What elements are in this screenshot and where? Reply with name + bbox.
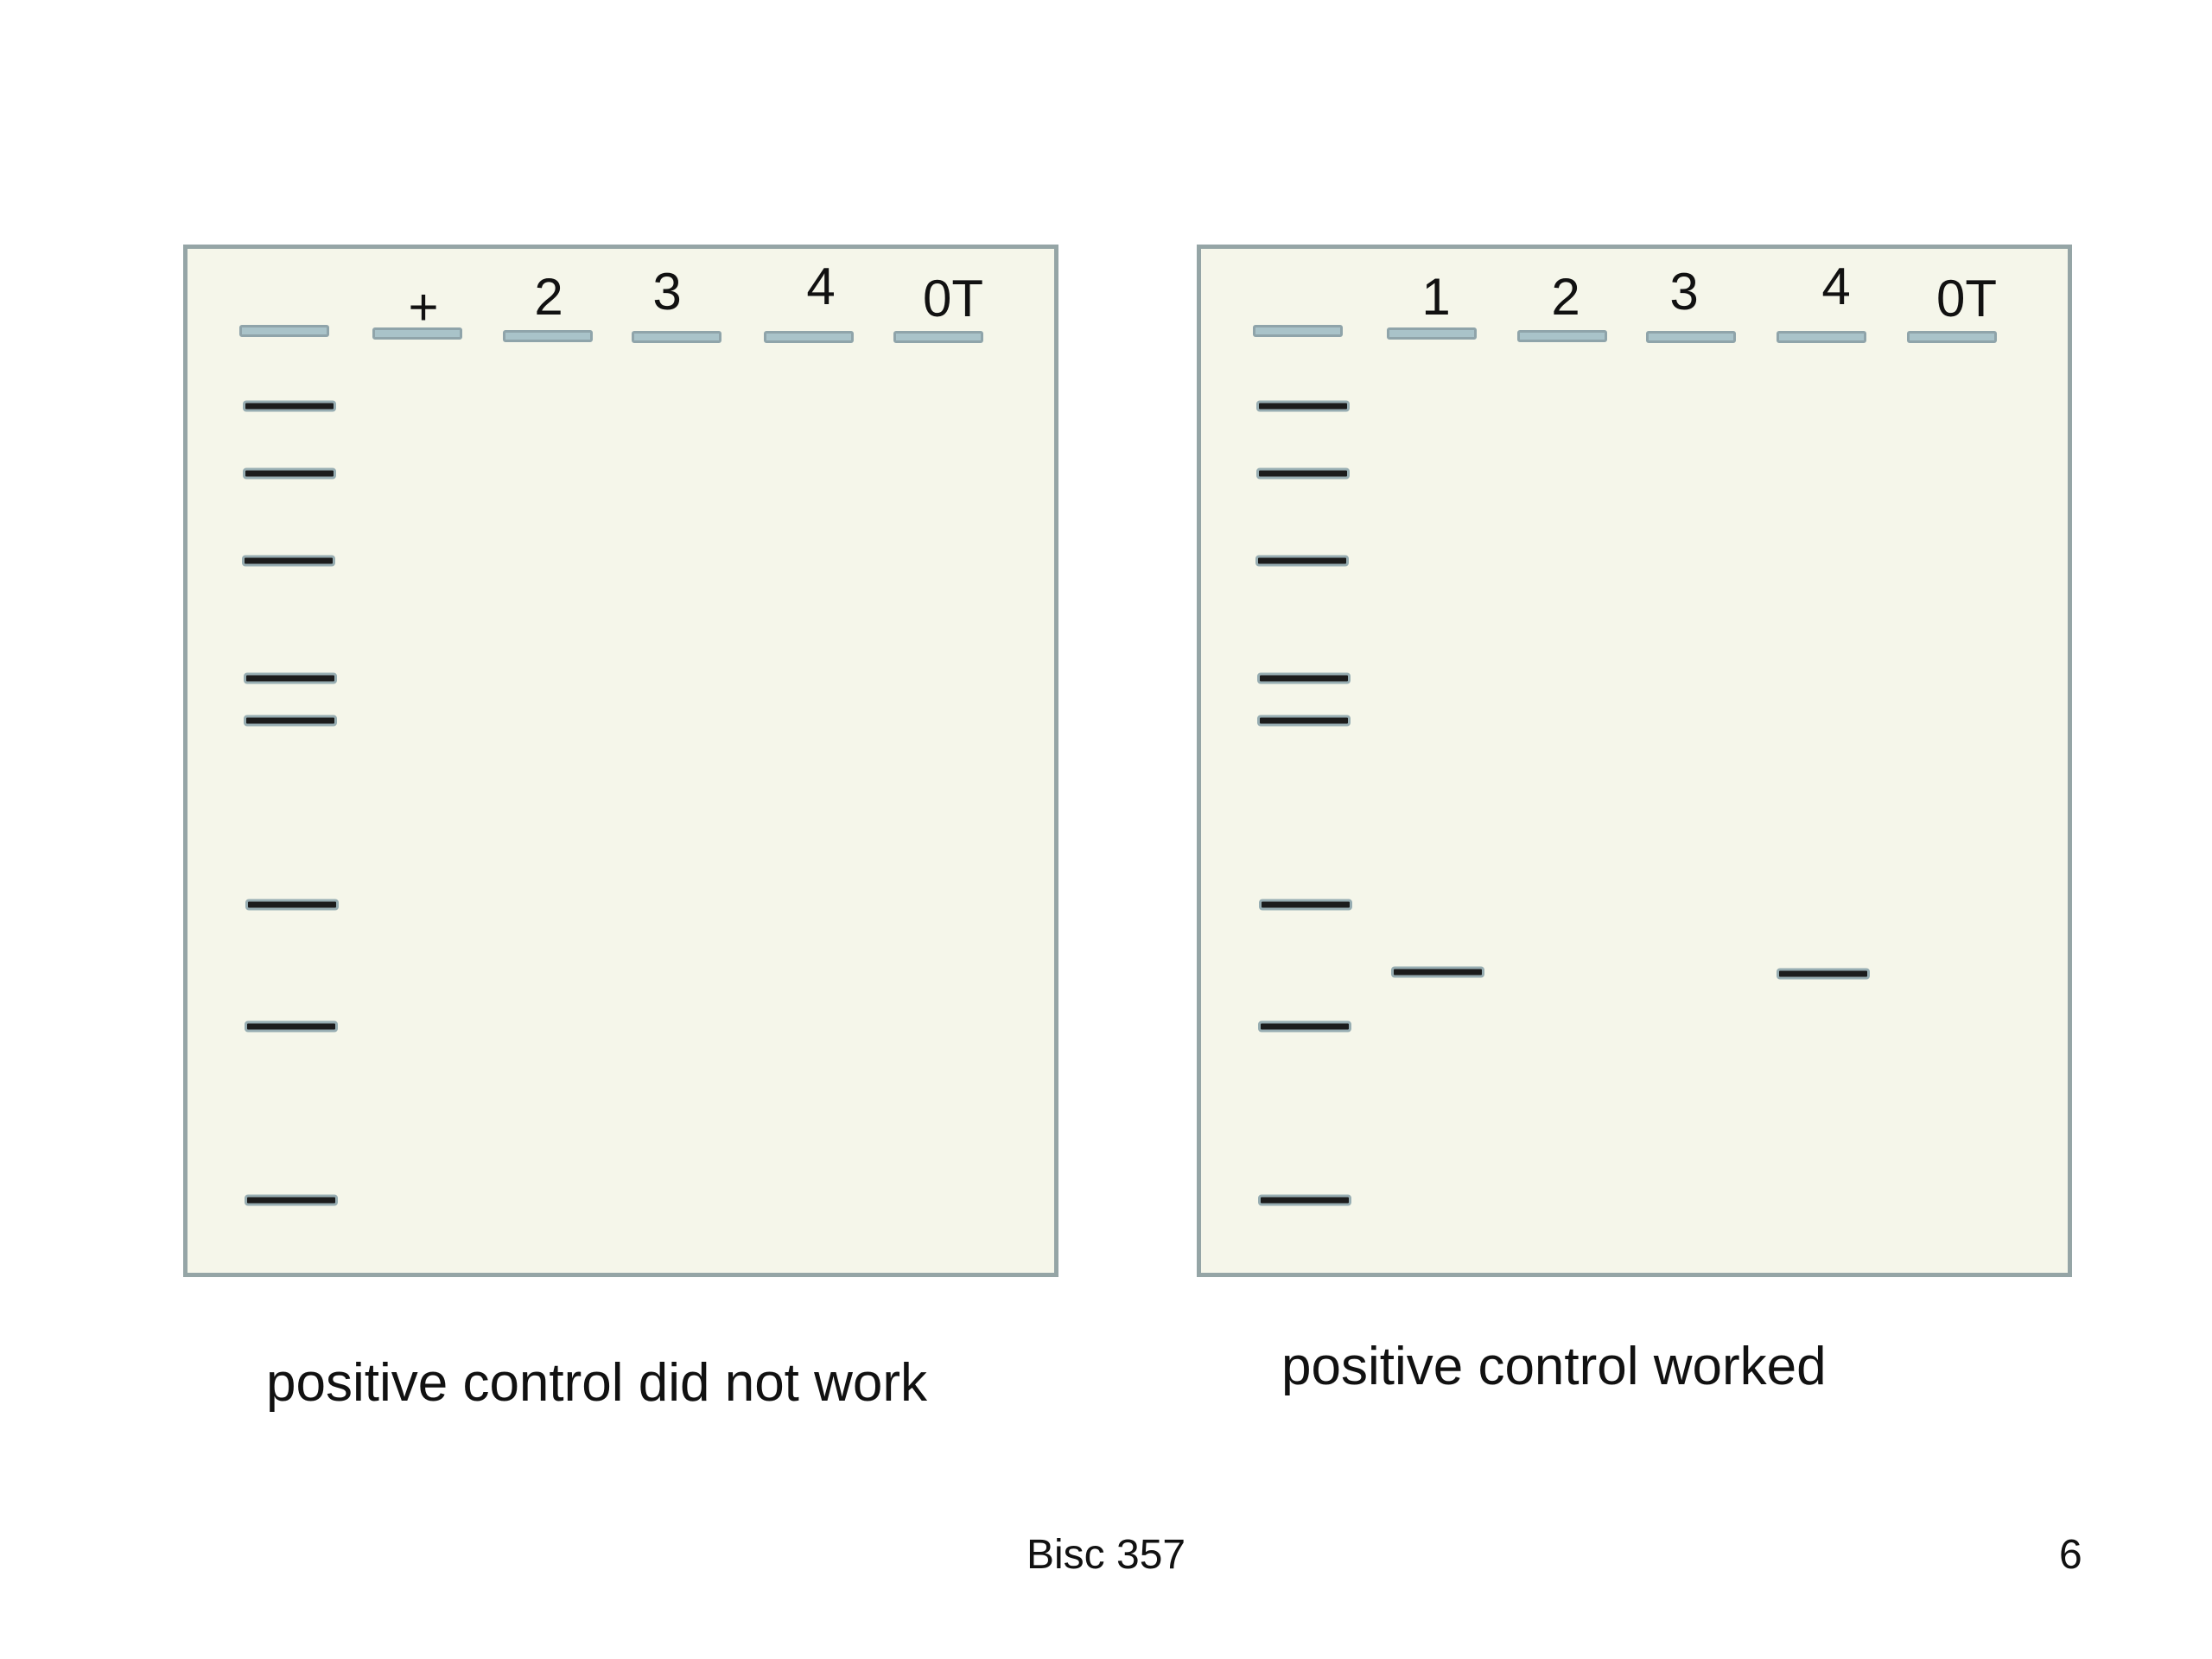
ladder-band	[1258, 1020, 1351, 1033]
well	[1517, 330, 1607, 342]
page-number: 6	[2059, 1532, 2082, 1578]
ladder-band	[1256, 467, 1350, 480]
ladder-band	[1256, 400, 1350, 412]
well	[1907, 331, 1997, 343]
ladder-band	[242, 555, 335, 567]
gel-left: + 2 3 4 0T	[183, 245, 1058, 1277]
gel-right: 1 2 3 4 0T	[1197, 245, 2072, 1277]
lane-label: 2	[534, 268, 563, 326]
well	[632, 331, 721, 343]
sample-band	[1391, 966, 1484, 978]
ladder-band	[1258, 1194, 1351, 1206]
well	[503, 330, 593, 342]
lane-label: 1	[1421, 268, 1451, 326]
caption-right: positive control worked	[1281, 1337, 1827, 1396]
ladder-band	[245, 899, 339, 911]
footer-text: Bisc 357	[1027, 1532, 1186, 1578]
ladder-band	[1255, 555, 1349, 567]
lane-label: 2	[1551, 268, 1580, 326]
ladder-band	[245, 1194, 338, 1206]
ladder-band	[243, 467, 336, 480]
well	[764, 331, 854, 343]
lane-label: 4	[1821, 257, 1851, 315]
sample-band	[1777, 968, 1870, 980]
lane-label: 0T	[922, 270, 984, 327]
well	[372, 327, 462, 340]
ladder-band	[244, 672, 337, 684]
ladder-band	[243, 400, 336, 412]
lane-label: +	[408, 278, 439, 336]
ladder-band	[1257, 672, 1351, 684]
ladder-band	[245, 1020, 338, 1033]
lane-label: 3	[1669, 263, 1699, 321]
well	[239, 325, 329, 337]
well	[1646, 331, 1736, 343]
caption-left: positive control did not work	[266, 1353, 928, 1413]
well	[1777, 331, 1866, 343]
well	[1387, 327, 1477, 340]
lane-label: 4	[806, 257, 836, 315]
well	[1253, 325, 1343, 337]
lane-label: 3	[652, 263, 682, 321]
ladder-band	[1257, 715, 1351, 727]
well	[893, 331, 983, 343]
ladder-band	[244, 715, 337, 727]
lane-label: 0T	[1936, 270, 1998, 327]
ladder-band	[1259, 899, 1352, 911]
